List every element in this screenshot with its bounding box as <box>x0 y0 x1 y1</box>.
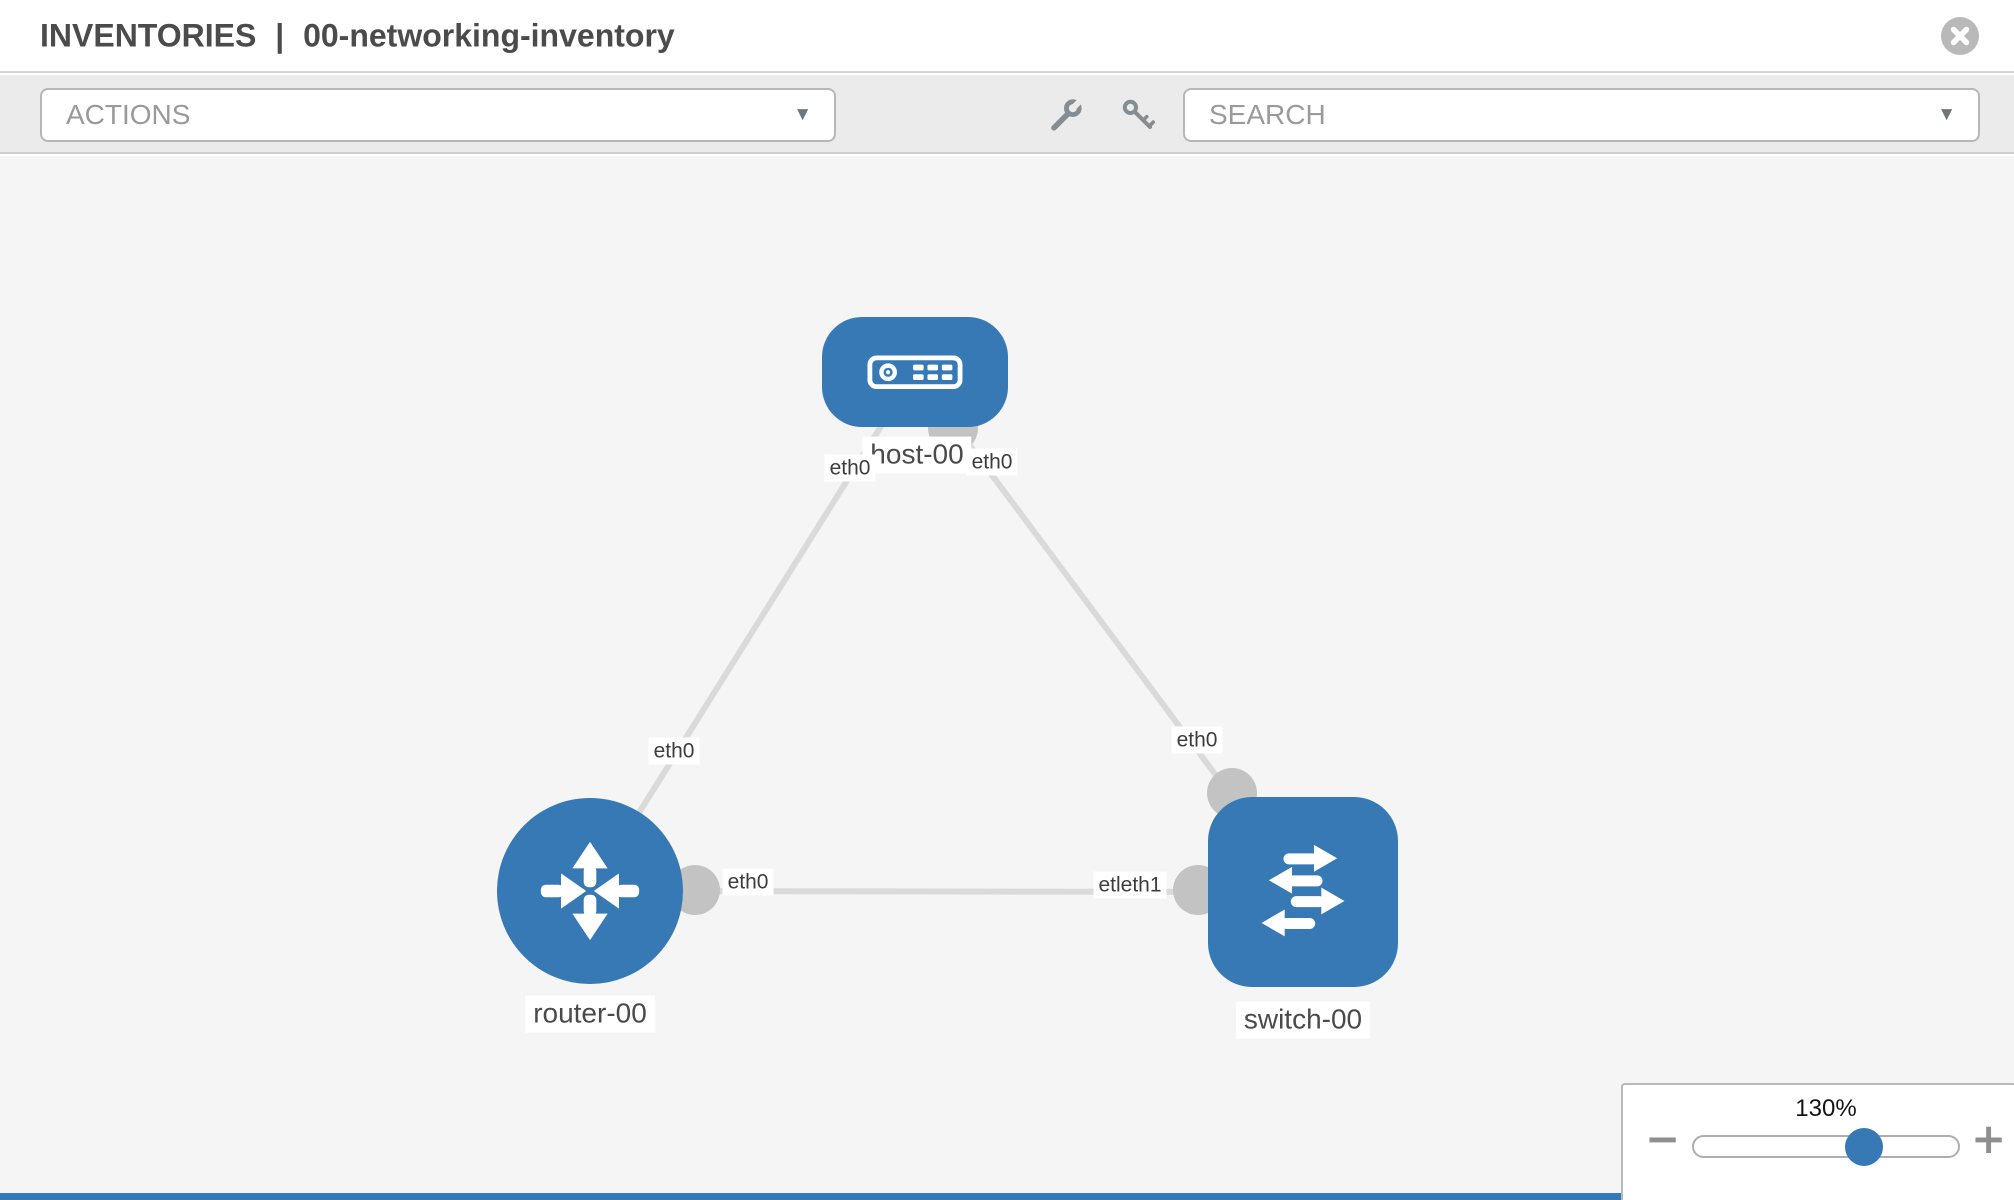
page-title-section: INVENTORIES <box>40 17 257 53</box>
footer-accent-bar <box>0 1193 1621 1200</box>
toolbar: ACTIONS ▼ SEARCH ▼ <box>0 75 2014 154</box>
chevron-down-icon: ▼ <box>1937 104 1956 125</box>
actions-dropdown-label: ACTIONS <box>66 99 191 130</box>
close-button[interactable] <box>1941 17 1979 55</box>
search-dropdown[interactable]: SEARCH ▼ <box>1183 88 1980 142</box>
node-label-switch-00: switch-00 <box>1235 1001 1371 1039</box>
page-header: INVENTORIES | 00-networking-inventory <box>0 0 2014 73</box>
interface-label: eth0 <box>1171 726 1223 754</box>
configure-button[interactable] <box>1046 95 1086 135</box>
actions-dropdown[interactable]: ACTIONS ▼ <box>40 88 836 142</box>
zoom-level-value: 130% <box>1795 1095 1857 1122</box>
credentials-button[interactable] <box>1118 95 1158 135</box>
zoom-out-button[interactable]: − <box>1645 1114 1681 1163</box>
zoom-in-button[interactable]: + <box>1971 1114 2007 1163</box>
topology-links-layer <box>587 370 1306 915</box>
interface-label: eth0 <box>966 448 1018 476</box>
interface-label: eth0 <box>722 868 774 896</box>
interface-port-dot <box>670 865 720 915</box>
zoom-slider-handle[interactable] <box>1845 1127 1884 1166</box>
topology-canvas: 130% − + host-00 router-00 switch-00 eth0… <box>0 156 2014 1200</box>
zoom-control-panel: 130% − + <box>1621 1083 2014 1200</box>
interface-label: eth0 <box>824 454 876 482</box>
switch-icon <box>1242 829 1364 955</box>
close-icon <box>1941 17 1979 58</box>
zoom-slider-track[interactable] <box>1692 1127 1960 1166</box>
node-label-host-00: host-00 <box>862 436 972 474</box>
inventory-name: 00-networking-inventory <box>303 17 675 53</box>
key-icon <box>1118 99 1158 138</box>
node-label-router-00: router-00 <box>525 995 655 1033</box>
node-switch-00[interactable] <box>1208 797 1398 987</box>
host-icon <box>867 354 963 390</box>
router-icon <box>527 828 653 954</box>
chevron-down-icon: ▼ <box>793 104 812 125</box>
page-title-separator: | <box>275 17 285 53</box>
node-host-00[interactable] <box>822 317 1008 427</box>
wrench-icon <box>1046 95 1086 138</box>
interface-label: eth0 <box>648 737 700 765</box>
page-title: INVENTORIES | 00-networking-inventory <box>40 17 675 54</box>
interface-label: etleth1 <box>1093 871 1167 899</box>
search-dropdown-label: SEARCH <box>1209 99 1326 130</box>
node-router-00[interactable] <box>497 798 683 984</box>
